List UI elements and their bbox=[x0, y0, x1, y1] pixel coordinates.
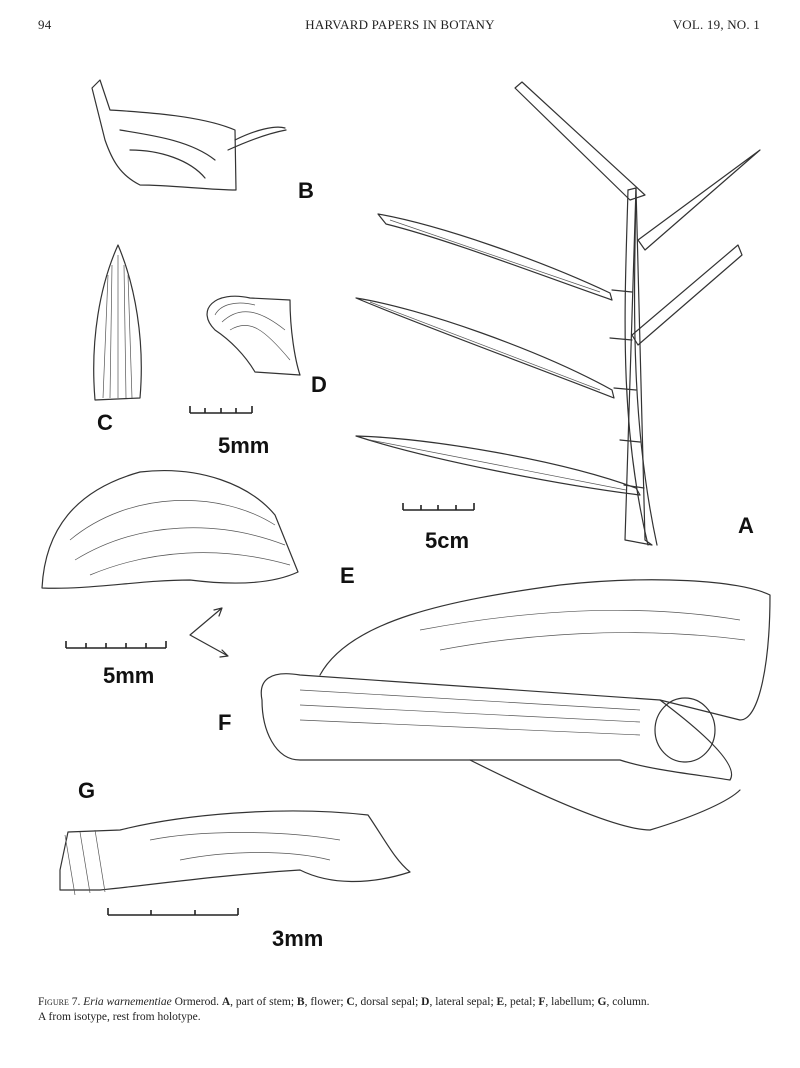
scale-label-cd: 5mm bbox=[218, 433, 269, 458]
volume-issue: VOL. 19, NO. 1 bbox=[672, 17, 760, 32]
caption-part-text: , flower; bbox=[304, 996, 347, 1008]
panel-label-g: G bbox=[78, 778, 95, 803]
orientation-arrows bbox=[189, 607, 229, 658]
stem-drawing-a bbox=[355, 81, 761, 546]
caption-note: A from isotype, rest from holotype. bbox=[38, 1011, 201, 1023]
scale-bar-e bbox=[65, 641, 167, 649]
dorsal-sepal-drawing-c bbox=[93, 244, 142, 401]
scale-bar-a bbox=[402, 503, 475, 511]
caption-part-key: E bbox=[496, 996, 505, 1008]
panel-label-f: F bbox=[218, 710, 231, 735]
caption-part-key: B bbox=[296, 996, 305, 1008]
page-number: 94 bbox=[38, 17, 52, 32]
panel-label-a: A bbox=[738, 513, 754, 538]
panel-label-c: C bbox=[97, 410, 113, 435]
caption-part-text: , column. bbox=[606, 996, 650, 1008]
caption-part-text: , dorsal sepal; bbox=[354, 996, 422, 1008]
species-name: Eria warnementiae bbox=[83, 996, 172, 1008]
caption-part-text: , part of stem; bbox=[230, 996, 297, 1008]
lateral-sepal-drawing-d bbox=[206, 295, 301, 376]
panel-label-e: E bbox=[340, 563, 355, 588]
panel-label-d: D bbox=[311, 372, 327, 397]
caption-part-key: G bbox=[597, 996, 607, 1008]
caption-part-text: , lateral sepal; bbox=[429, 996, 497, 1008]
scale-label-g: 3mm bbox=[272, 926, 323, 951]
column-drawing-g bbox=[59, 810, 411, 896]
caption-part-text: , petal; bbox=[504, 996, 539, 1008]
scale-label-e: 5mm bbox=[103, 663, 154, 688]
caption-part-key: D bbox=[421, 996, 430, 1008]
botanical-illustration: B C D 5mm A 5cm E 5mm F G 3mm bbox=[41, 79, 771, 951]
scale-bar-g bbox=[107, 908, 239, 916]
figure-caption: Figure 7. Eria warnementiae Ormerod. A, … bbox=[38, 995, 768, 1025]
flower-drawing-b bbox=[91, 79, 287, 191]
labellum-drawing-f bbox=[260, 579, 771, 831]
figure-number: Figure 7. bbox=[38, 996, 81, 1008]
panel-label-b: B bbox=[298, 178, 314, 203]
caption-part-text: , labellum; bbox=[545, 996, 598, 1008]
caption-part-key: F bbox=[538, 996, 546, 1008]
species-author: Ormerod. bbox=[171, 996, 222, 1008]
scale-bar-cd bbox=[189, 406, 253, 414]
caption-part-key: A bbox=[221, 996, 231, 1008]
petal-drawing-e bbox=[41, 470, 299, 589]
caption-part-key: C bbox=[346, 996, 355, 1008]
running-title: HARVARD PAPERS IN BOTANY bbox=[305, 17, 495, 32]
scale-label-a: 5cm bbox=[425, 528, 469, 553]
